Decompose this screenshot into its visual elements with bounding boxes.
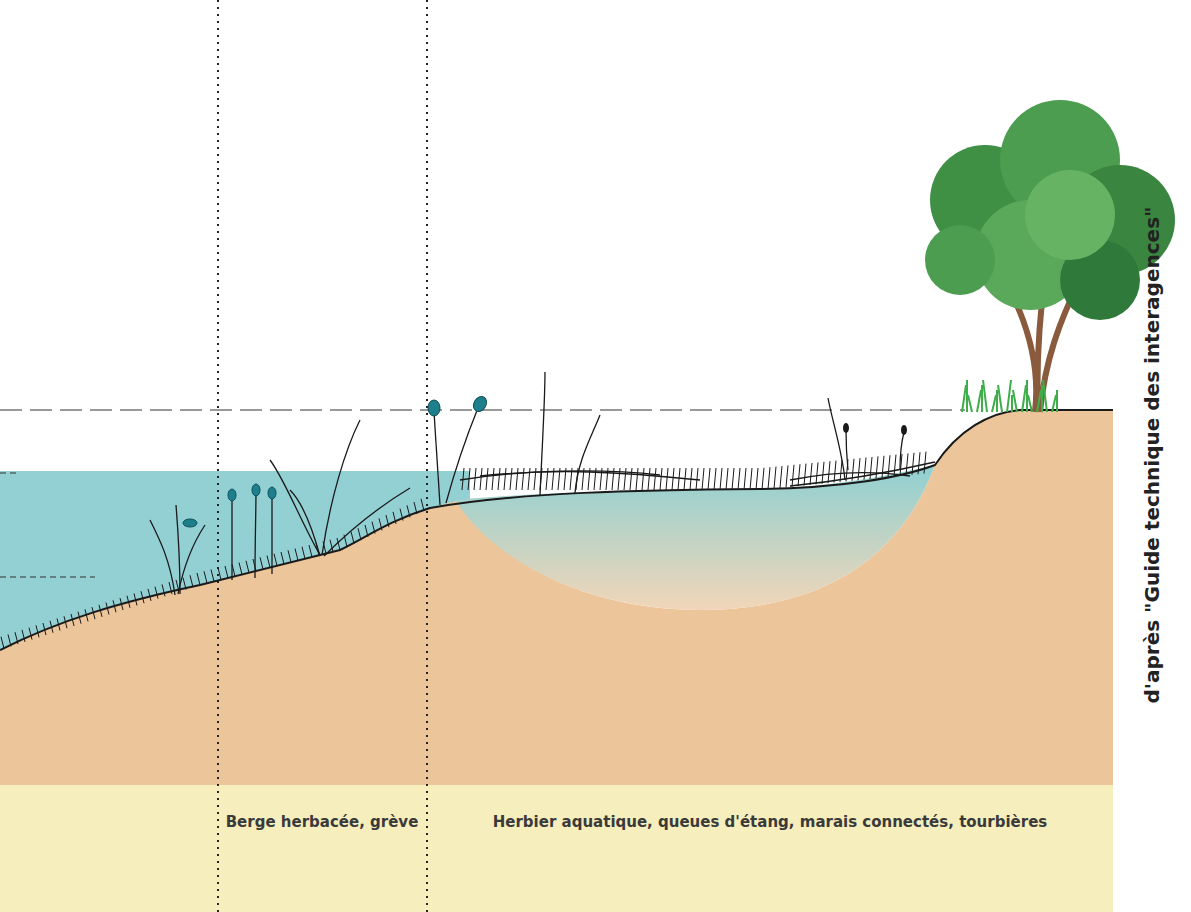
grass-tuft <box>962 380 1057 412</box>
zone-label: Berge herbacée, grève <box>222 812 422 832</box>
level-tick <box>0 577 95 578</box>
tree <box>925 100 1175 412</box>
zone-band <box>0 785 1113 912</box>
basin-water <box>455 465 935 610</box>
ground-line <box>0 410 1113 650</box>
seed-heads <box>843 423 907 435</box>
plants <box>150 372 910 595</box>
plant-heads <box>183 394 489 527</box>
zone-label: Herbier aquatique, queues d'étang, marai… <box>440 812 1100 832</box>
level-tick <box>0 473 20 474</box>
soil <box>0 410 1113 785</box>
source-credit: d'après "Guide technique des interagence… <box>1140 207 1164 704</box>
submerged-grass <box>1 452 926 649</box>
zone-separator <box>426 0 428 912</box>
zone-separator <box>217 0 219 912</box>
